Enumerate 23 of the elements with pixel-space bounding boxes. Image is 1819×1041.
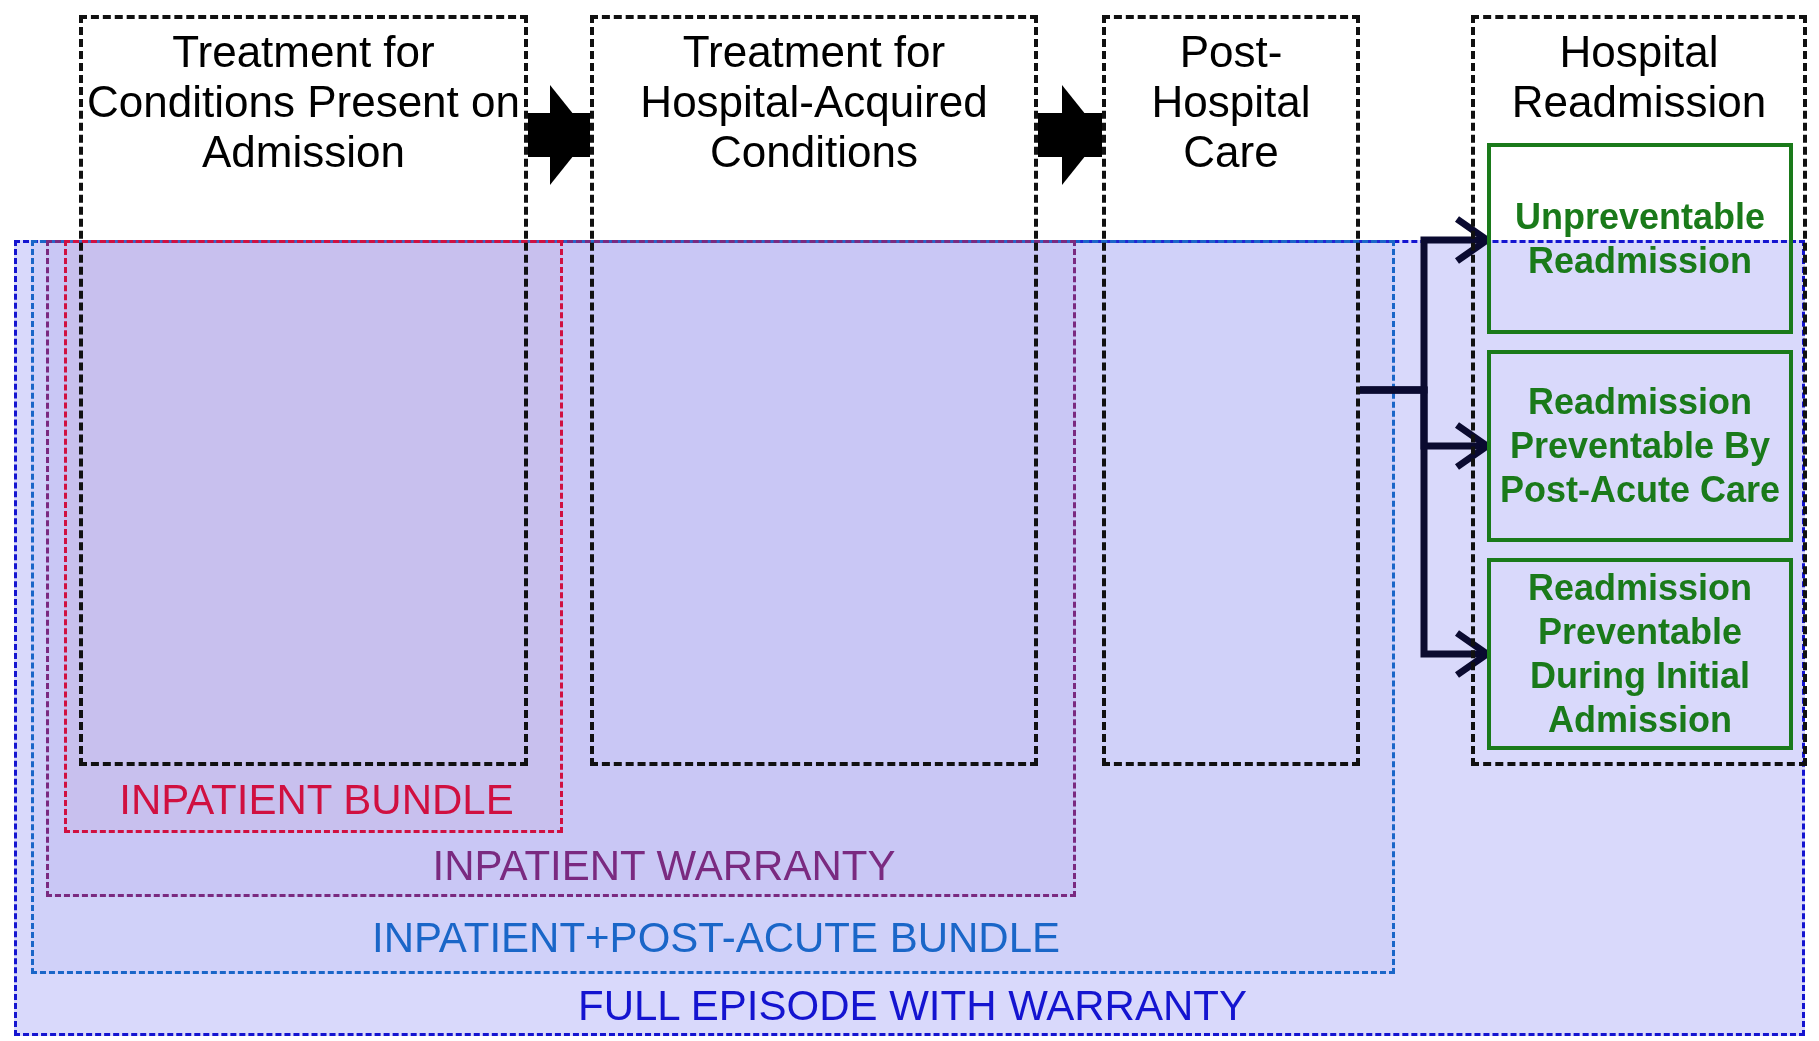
bundle-region — [46, 240, 1076, 897]
stage-box — [1471, 15, 1807, 766]
stage-title: Treatment for Hospital-Acquired Conditions — [639, 27, 989, 177]
stage-box — [590, 15, 1038, 766]
stage-box — [1102, 15, 1360, 766]
stage-title: Hospital Readmission — [1510, 27, 1768, 127]
outcome-label: Readmission Preventable During Initial Admission — [1526, 566, 1754, 742]
block-arrow — [1038, 85, 1102, 185]
outcome-box — [1487, 558, 1793, 750]
region-label: FULL EPISODE WITH WARRANTY — [577, 983, 1248, 1029]
bundle-region — [14, 240, 1805, 1036]
stage-box — [79, 15, 528, 766]
stage-title: Post-Hospital Care — [1150, 27, 1312, 177]
region-label: INPATIENT WARRANTY — [431, 843, 897, 889]
outcome-label: Unpreventable Readmission — [1513, 194, 1767, 283]
block-arrow — [528, 85, 590, 185]
outcome-box — [1487, 350, 1793, 542]
stage-title: Treatment for Conditions Present on Admission — [86, 27, 521, 177]
outcome-label: Readmission Preventable By Post-Acute Care — [1498, 380, 1782, 512]
bundle-region — [64, 240, 563, 833]
bundle-region — [31, 240, 1395, 974]
region-label: INPATIENT+POST-ACUTE BUNDLE — [370, 915, 1062, 961]
region-label: INPATIENT BUNDLE — [118, 777, 515, 823]
